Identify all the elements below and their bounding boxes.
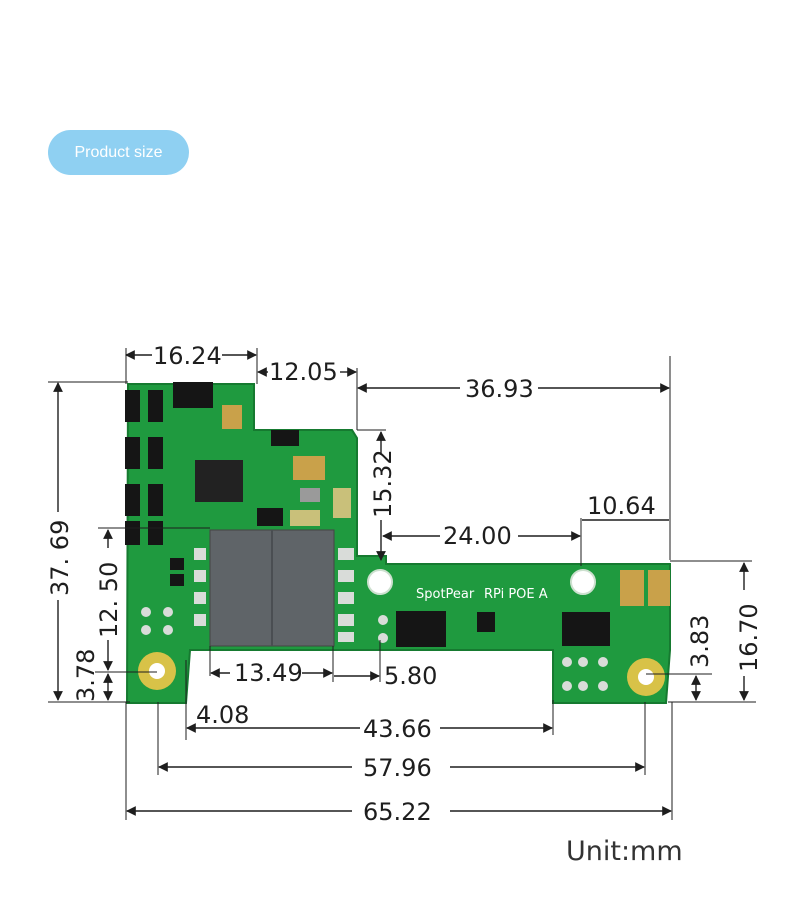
dim-12-50: 12. 50 (95, 562, 123, 638)
dim-16-24: 16.24 (153, 342, 222, 370)
dim-3-78: 3.78 (72, 649, 100, 702)
dimension-labels: 16.24 12.05 36.93 15.32 10.64 24.00 37. … (46, 342, 763, 826)
mount-hole-left (367, 569, 393, 595)
dim-37-69: 37. 69 (46, 520, 74, 596)
dim-36-93: 36.93 (465, 375, 534, 403)
mount-hole-right (570, 569, 596, 595)
dim-5-80: 5.80 (384, 662, 437, 690)
dim-12-05: 12.05 (269, 358, 338, 386)
dim-57-96: 57.96 (363, 754, 432, 782)
unit-label: Unit:mm (566, 836, 683, 867)
dim-16-70: 16.70 (735, 603, 763, 672)
solder-pads (141, 548, 608, 691)
silkscreen-brand: SpotPear (416, 587, 475, 602)
extension-lines (48, 348, 756, 820)
silkscreen-model: RPi POE A (484, 587, 548, 602)
dim-15-32: 15.32 (369, 449, 397, 518)
dim-10-64: 10.64 (587, 492, 656, 520)
pcb-board: SpotPear RPi POE A (125, 382, 671, 704)
dim-4-08: 4.08 (196, 701, 249, 729)
capacitors (222, 405, 670, 606)
dim-65-22: 65.22 (363, 798, 432, 826)
dim-13-49: 13.49 (234, 659, 303, 687)
pcb-outline (125, 383, 671, 704)
smd-components (125, 382, 610, 647)
dim-43-66: 43.66 (363, 715, 432, 743)
dim-3-83: 3.83 (686, 615, 714, 668)
dim-24-00: 24.00 (443, 522, 512, 550)
dimension-arrows (53, 350, 749, 816)
product-size-badge: Product size (48, 130, 189, 175)
ic-chip (195, 460, 243, 502)
